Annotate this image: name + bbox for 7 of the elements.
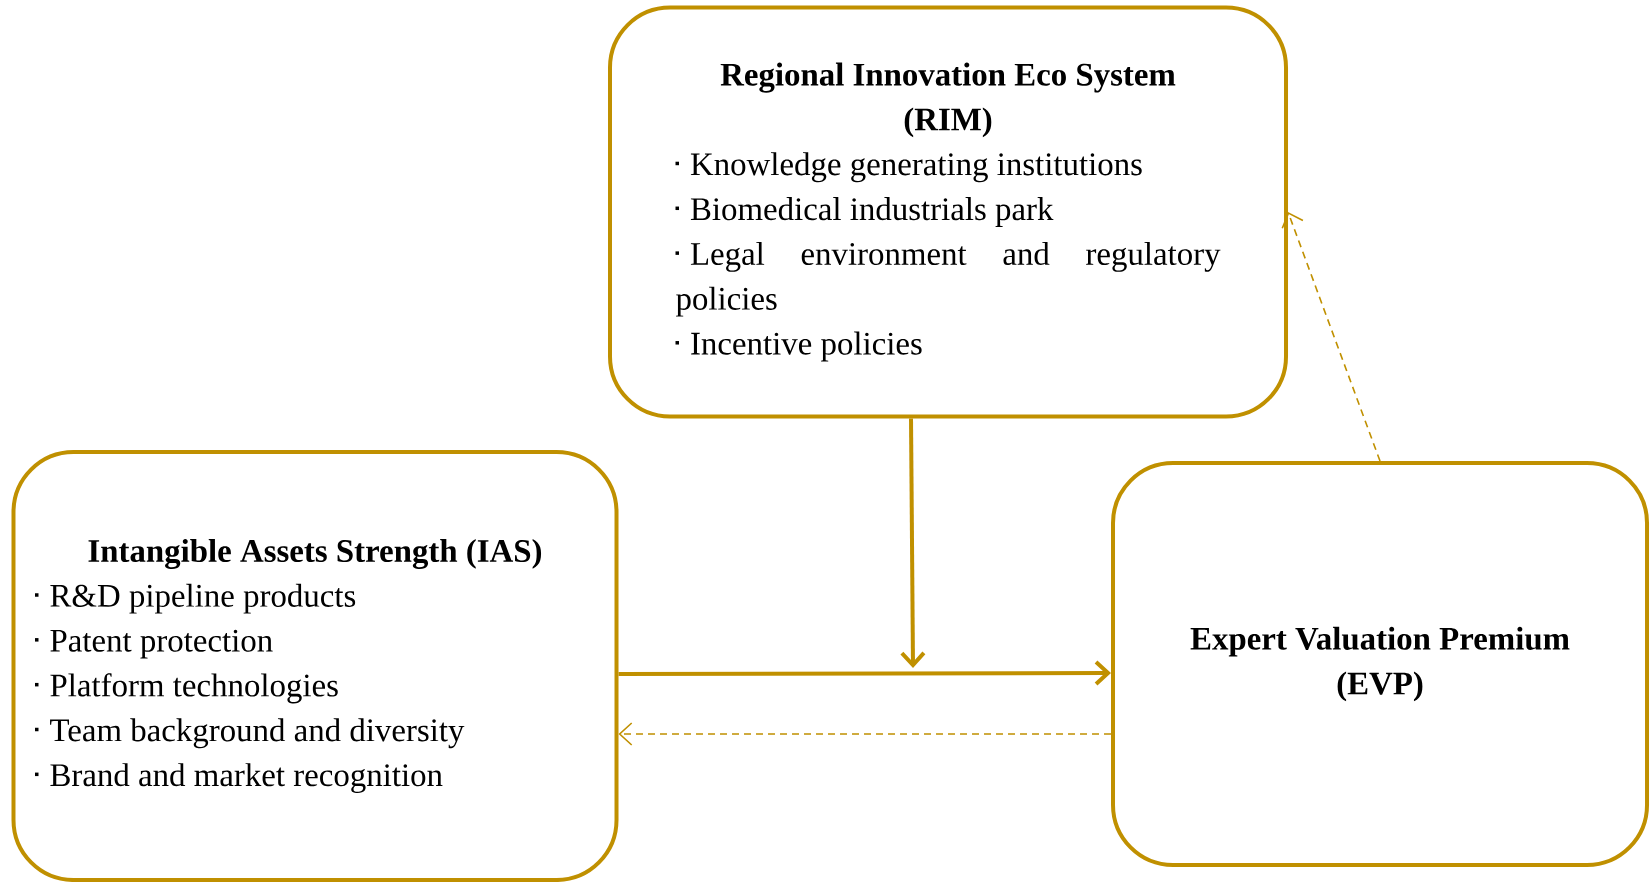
arrow xyxy=(618,660,1111,686)
rounded-box: Intangible Assets Strength (IAS) R&D pipeline products Patent protection Platform technologies Team background and diversity Brand and market recognition xyxy=(11,450,619,882)
rounded-box: Regional Innovation Eco System (RIM) Knowledge generating institutions Biomedical industrials park Legal environment and regulatory policies Incentive policies xyxy=(608,5,1288,419)
arrow xyxy=(618,722,1112,746)
rounded-box: Expert Valuation Premium (EVP) xyxy=(1111,461,1649,867)
arrow xyxy=(900,418,926,668)
arrow xyxy=(1281,212,1381,462)
